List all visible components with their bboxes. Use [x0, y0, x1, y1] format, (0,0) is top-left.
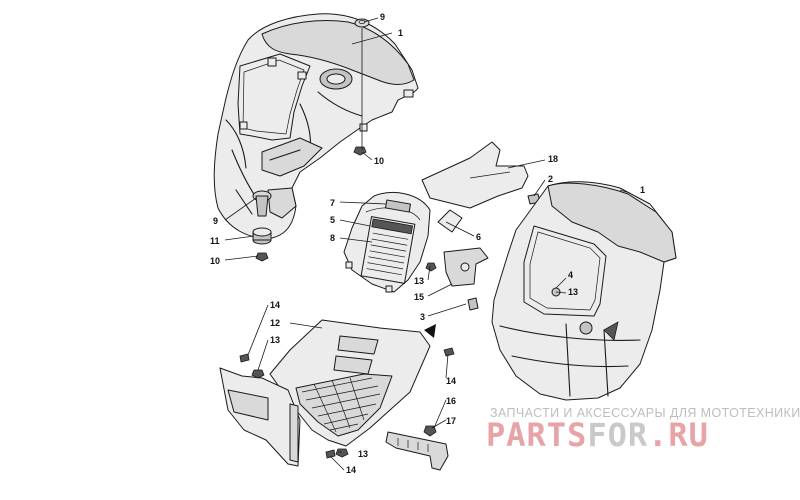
callout-9-bottom: 9 — [213, 216, 218, 226]
callout-9-top: 9 — [380, 12, 385, 22]
callout-1-left: 1 — [398, 28, 403, 38]
filler-6 — [437, 209, 463, 233]
callout-18: 18 — [548, 154, 558, 164]
watermark-logo-for: FOR — [587, 416, 648, 454]
screw-14-left — [239, 353, 250, 363]
watermark-logo: PARTSFOR.RU — [486, 416, 709, 454]
callout-14-top: 14 — [270, 300, 280, 310]
screw-14-bottom — [325, 449, 336, 459]
callout-1-right: 1 — [640, 185, 645, 195]
callout-13-bottom: 13 — [358, 449, 368, 459]
watermark-tagline: ЗАПЧАСТИ И АКСЕССУАРЫ ДЛЯ МОТОТЕХНИКИ — [490, 406, 800, 420]
callout-8: 8 — [330, 233, 335, 243]
callout-labels: 9 1 10 9 11 10 7 5 8 6 18 2 1 4 13 13 15… — [210, 12, 645, 475]
callout-11: 11 — [210, 236, 220, 246]
screw-17 — [423, 425, 437, 437]
callout-16: 16 — [446, 396, 456, 406]
callout-10-bottom: 10 — [210, 256, 220, 266]
callout-13-left: 13 — [270, 335, 280, 345]
tread-grid — [301, 377, 381, 433]
callout-13-right: 13 — [568, 287, 578, 297]
leader-lines — [224, 17, 631, 471]
callout-3: 3 — [420, 312, 425, 322]
callout-15: 15 — [414, 292, 424, 302]
watermark: ЗАПЧАСТИ И АКСЕССУАРЫ ДЛЯ МОТОТЕХНИКИ PA… — [486, 406, 800, 454]
mud-flap-18 — [421, 141, 529, 209]
screw-14-right — [443, 347, 455, 357]
nut-13-bottom — [335, 448, 349, 458]
footrest-16 — [385, 431, 449, 471]
grommet-9-bottom — [252, 190, 272, 217]
callout-14-bottom: 14 — [346, 465, 356, 475]
grommet-9-top — [354, 18, 370, 28]
callout-10-top: 10 — [374, 156, 384, 166]
front-fender-right-assembly — [491, 181, 677, 401]
center-access-panel — [343, 192, 431, 293]
watermark-logo-parts: PARTS — [486, 416, 587, 454]
watermark-logo-ru: .RU — [648, 416, 709, 454]
callout-17: 17 — [446, 416, 456, 426]
callout-12: 12 — [270, 318, 280, 328]
spacer-11 — [252, 227, 272, 245]
callout-7: 7 — [330, 198, 335, 208]
callout-2: 2 — [548, 174, 553, 184]
callout-4: 4 — [568, 270, 573, 280]
bracket-15 — [425, 247, 489, 287]
callout-13-center: 13 — [414, 276, 424, 286]
front-fender-left-assembly — [213, 13, 419, 239]
callout-6: 6 — [476, 232, 481, 242]
callout-5: 5 — [330, 215, 335, 225]
clip-3 — [467, 297, 479, 311]
nut-10-bottom — [255, 252, 269, 262]
callout-14-right: 14 — [446, 376, 456, 386]
nut-13-left — [251, 369, 265, 379]
floorboard-12 — [219, 319, 436, 467]
